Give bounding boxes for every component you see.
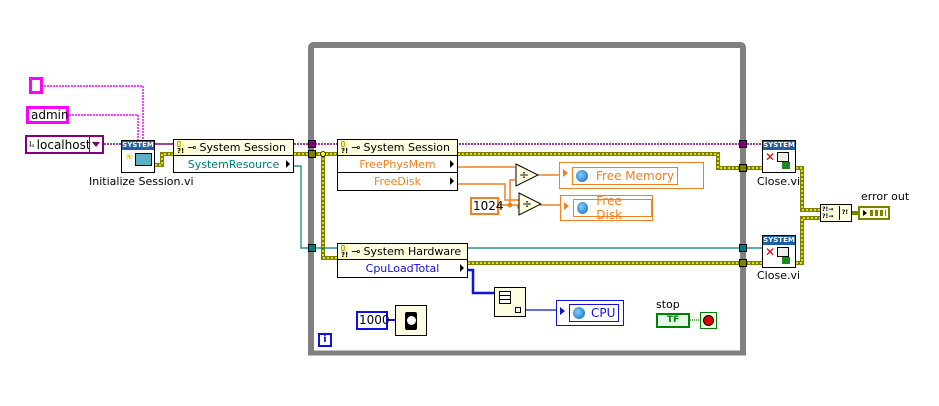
key-icon: ⊸ [351, 141, 361, 154]
shared-variable-cpu[interactable]: CPU [556, 300, 624, 326]
system-resource-wire [294, 165, 337, 249]
property-node-system-session[interactable]: ▯?!⊸System Session SystemResource [173, 139, 294, 173]
property-free-disk[interactable]: FreeDisk [374, 174, 421, 188]
shared-variable-name: CPU [591, 306, 616, 320]
index-terminal-icon [515, 307, 521, 313]
initialize-session-label: Initialize Session.vi [89, 175, 194, 188]
divide-node-disk[interactable]: ÷ [518, 192, 542, 216]
merge-inputs-icon: ?!→?!→ [822, 206, 834, 220]
constant-1000[interactable]: 1000 [356, 311, 390, 330]
password-control[interactable] [29, 77, 43, 94]
while-loop-frame [308, 42, 746, 353]
watch-icon [405, 311, 417, 330]
flag-icon [782, 257, 790, 264]
iteration-terminal: i [318, 333, 332, 347]
chevron-down-icon [92, 142, 100, 147]
network-globe-icon [577, 202, 589, 214]
stop-control-terminal[interactable]: TF [656, 313, 690, 328]
merge-errors-node[interactable]: ?!→?!→ ?! [820, 204, 852, 222]
write-arrow-icon [564, 202, 569, 210]
hardware-tunnel-out [739, 244, 747, 252]
host-value: localhost [36, 137, 91, 152]
flag-icon [782, 162, 790, 169]
io-icon: Iₒ [29, 140, 35, 149]
close-vi-2-label: Close.vi [757, 269, 801, 282]
monitor-icon [135, 153, 152, 166]
write-arrow-icon [563, 169, 568, 177]
property-node-class: System Hardware [363, 245, 462, 258]
constant-1024[interactable]: 1024 [470, 197, 504, 215]
wait-ms-node[interactable] [395, 305, 427, 336]
write-arrow-icon [560, 307, 565, 315]
property-system-resource[interactable]: SystemResource [187, 157, 280, 171]
error-wires [155, 152, 858, 265]
property-node-class: System Session [199, 141, 286, 154]
system-badge: SYSTEM [763, 141, 795, 150]
key-icon: ⊸ [351, 245, 361, 258]
loop-property-node-system-hardware[interactable]: ▯?!⊸System Hardware CpuLoadTotal [337, 243, 468, 278]
system-badge: SYSTEM [763, 236, 795, 245]
network-globe-icon [573, 307, 585, 319]
refnum-tunnel-in [308, 140, 316, 148]
close-x-icon: ✕ [765, 245, 776, 259]
shared-variable-free-disk[interactable]: Free Disk [560, 194, 653, 222]
divide-symbol: ÷ [522, 197, 532, 211]
stop-label: stop [656, 298, 680, 311]
merge-output-icon: ?! [839, 206, 850, 220]
password-wire [44, 85, 144, 140]
loop-property-node-system-session[interactable]: ▯?!⊸System Session FreePhysMem FreeDisk [337, 139, 458, 191]
close-vi-1[interactable]: SYSTEM ✕ [762, 140, 796, 173]
system-badge: SYSTEM [122, 141, 154, 150]
error-in-icon: ▯?! [177, 139, 185, 155]
network-globe-icon [576, 169, 588, 182]
key-icon: ⊸ [187, 141, 197, 154]
error-tunnel-in [308, 150, 316, 158]
index-array-node[interactable] [494, 287, 526, 317]
error-in-icon: ▯?! [341, 243, 349, 259]
refnum-tunnel-out [739, 140, 747, 148]
stop-circle-icon [703, 315, 714, 326]
error-out-label: error out [861, 190, 910, 203]
property-node-class: System Session [363, 141, 450, 154]
error-in-icon: ▯?! [341, 139, 349, 155]
numeric-wires [458, 166, 560, 209]
error-tunnel-out-2 [739, 259, 747, 267]
cluster-icon [863, 210, 867, 216]
host-control[interactable]: Iₒ localhost [25, 135, 104, 154]
host-dropdown-button[interactable] [89, 137, 102, 152]
close-vi-1-label: Close.vi [757, 175, 801, 188]
close-vi-2[interactable]: SYSTEM ✕ [762, 235, 796, 268]
property-cpu-load-total[interactable]: CpuLoadTotal [365, 261, 440, 275]
divide-symbol: ÷ [519, 168, 529, 182]
shared-variable-name: Free Disk [596, 194, 623, 222]
property-free-phys-mem[interactable]: FreePhysMem [359, 157, 436, 171]
close-x-icon: ✕ [765, 150, 776, 164]
username-wire [69, 114, 139, 140]
new-session-icon: ✳ [125, 152, 134, 163]
divide-node-memory[interactable]: ÷ [515, 163, 539, 187]
shared-variable-name: Free Memory [596, 168, 675, 183]
initialize-session-vi[interactable]: SYSTEM ✳ [121, 140, 155, 173]
shared-variable-free-memory[interactable]: Free Memory [559, 162, 704, 189]
error-out-indicator[interactable] [858, 206, 890, 220]
monitor-icon [777, 247, 789, 257]
username-control[interactable]: admin [26, 106, 69, 124]
error-tunnel-out-1 [739, 164, 747, 172]
hardware-tunnel-in [308, 244, 316, 252]
monitor-icon [777, 152, 789, 162]
array-grid-icon [499, 291, 511, 304]
loop-condition-terminal[interactable] [700, 312, 717, 329]
username-value: admin [31, 108, 69, 122]
